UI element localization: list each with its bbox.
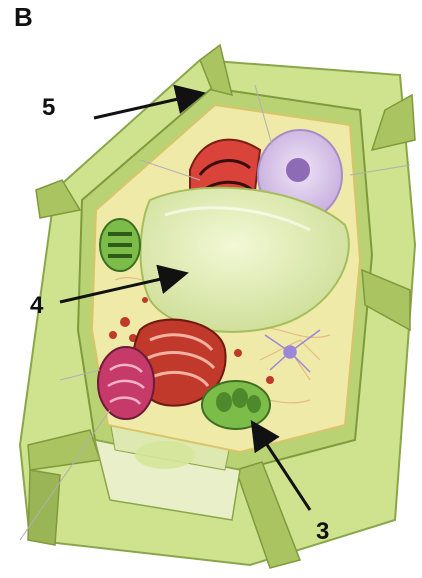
- label-4-vacuole: 4: [30, 294, 43, 318]
- panel-letter: B: [14, 4, 33, 30]
- label-3-chloroplast: 3: [316, 520, 329, 544]
- label-5-cell-wall: 5: [42, 96, 55, 120]
- chloroplast-icon: [202, 381, 270, 429]
- mitochondrion-small: [98, 347, 154, 419]
- nucleolus-icon: [286, 158, 310, 182]
- chloroplast-left: [100, 219, 140, 271]
